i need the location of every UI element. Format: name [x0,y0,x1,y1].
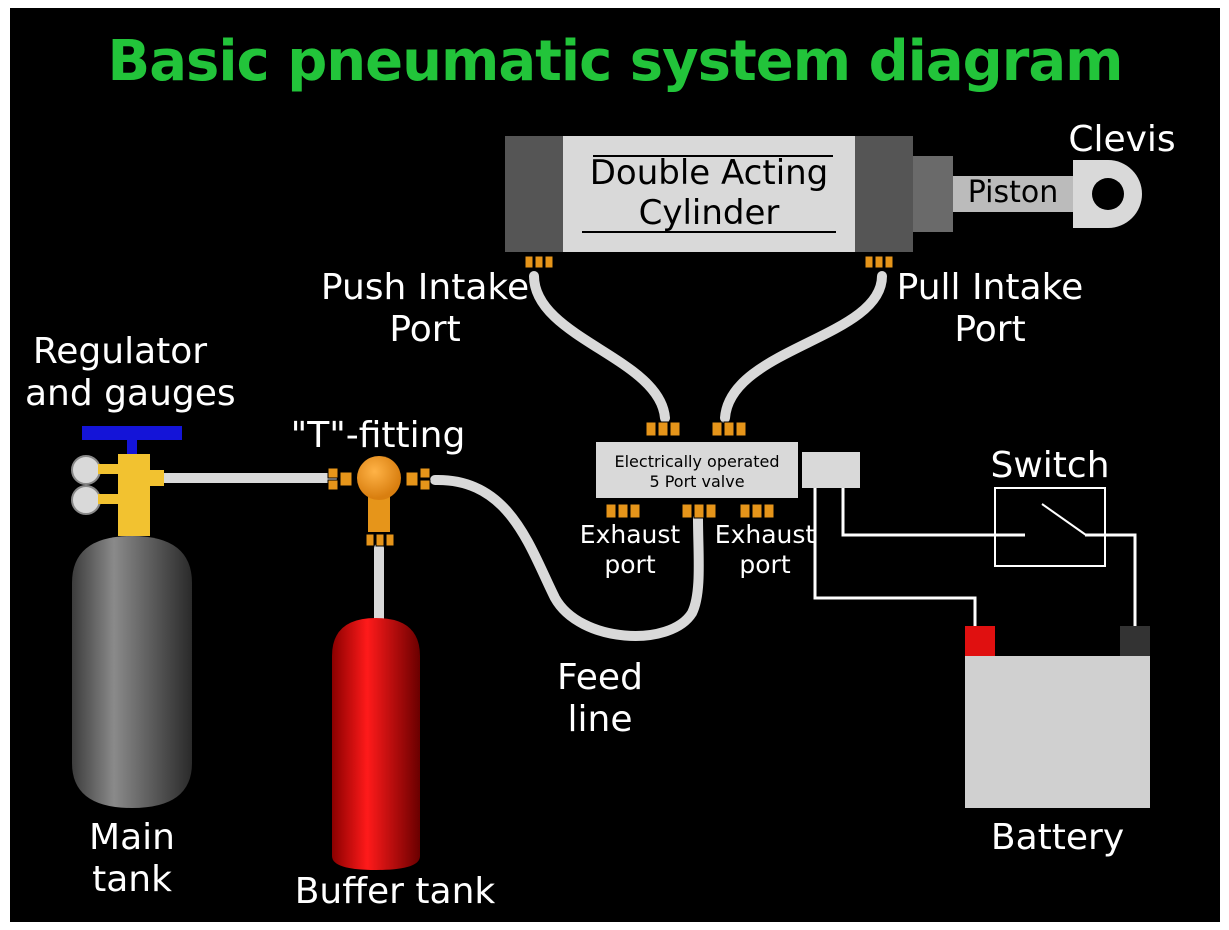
main-tank-label-line1: Main [89,817,175,858]
exhaust-right-label-line2: port [739,550,791,579]
switch-box [994,487,1106,567]
gas-cylinder-icon [332,618,420,870]
cylinder-label-line1: Double Acting [589,153,829,193]
piston-rod [953,176,1073,212]
push-port-fitting [544,255,554,269]
valve-feed-port [681,503,693,519]
wire-switch-negative [1085,533,1137,628]
valve-top-port [723,421,735,437]
feed-line-label-line1: Feed [557,657,643,698]
valve-top-port [657,421,669,437]
exhaust-right-label-line1: Exhaust [714,520,816,549]
cylinder-end-cap-left [505,136,563,252]
cylinder-label-line2: Cylinder [638,193,780,233]
tee-port [327,479,339,491]
valve-solenoid [802,452,860,488]
push-intake-label-line1: Push Intake [320,267,530,308]
gauge-connector [98,464,118,474]
regulator-body [118,454,150,536]
exhaust-left-label-line2: port [604,550,656,579]
gas-cylinder-icon [72,536,192,808]
push-port-fitting [524,255,534,269]
push-intake-hose [529,271,670,423]
main-tank-body [72,536,192,808]
clevis-label: Clevis [1068,119,1176,160]
valve-exhaust-port-left [617,503,629,519]
switch-icon [994,487,1106,567]
valve-top-port [711,421,723,437]
tee-port [405,471,419,487]
regulator-label-line2: and gauges [25,373,236,414]
piston-label: Piston [967,175,1059,210]
tee-port [419,467,431,479]
cylinder-end-cap-right [855,136,913,252]
valve-top-port [735,421,747,437]
push-intake-label-line2: Port [389,309,461,350]
wire-valve-switch [841,488,1025,537]
battery-label: Battery [990,817,1125,858]
switch-label: Switch [990,445,1110,486]
switch-lever [1041,503,1087,536]
buffer-tank-body [332,618,420,870]
valve-feed-port [693,503,705,519]
valve-exhaust-port-left [605,503,617,519]
tee-port [385,533,395,547]
battery-positive-terminal [965,626,995,656]
valve-top-port [645,421,657,437]
tee-body [357,456,401,500]
pull-intake-label-line2: Port [954,309,1026,350]
pressure-gauge-icon [71,485,101,515]
pull-intake-hose [720,271,887,423]
regulator-outlet [150,470,164,486]
feed-line-pipe [430,474,704,641]
solenoid-valve-icon [596,421,860,519]
push-port-fitting [534,255,544,269]
pull-port-fitting [874,255,884,269]
valve-feed-port [705,503,717,519]
pull-port-fitting [864,255,874,269]
buffer-tank-label: Buffer tank [294,871,496,912]
tee-port [327,467,339,479]
pull-port-fitting [884,255,894,269]
pipes [155,271,887,641]
regulator-label-line1: Regulator [32,331,208,372]
diagram-title: Basic pneumatic system diagram [107,29,1124,94]
diagram-graphics [71,136,1150,870]
feed-line-label-line2: line [567,699,633,740]
wire-valve-positive [813,488,977,628]
valve-top-port [669,421,681,437]
t-fitting-label: "T"-fitting [290,415,466,456]
tee-port [339,471,353,487]
valve-exhaust-port-right [751,503,763,519]
regulator-knob [82,426,182,440]
clevis-hole [1092,178,1124,210]
valve-exhaust-port-right [763,503,775,519]
valve-body [596,442,798,498]
tee-port [365,533,375,547]
battery-body [965,656,1150,808]
valve-exhaust-port-right [739,503,751,519]
exhaust-left-label-line1: Exhaust [579,520,681,549]
double-acting-cylinder-icon [505,136,1142,269]
valve-label-line1: Electrically operated [614,452,780,471]
tee-port [375,533,385,547]
regulator-stem [127,440,137,454]
pressure-gauge-icon [71,455,101,485]
piston-gland [913,156,953,232]
tee-port [419,479,431,491]
gauge-connector [98,494,118,504]
wires [813,488,1137,628]
battery-negative-terminal [1120,626,1150,656]
main-tank-label-line2: tank [92,859,172,900]
valve-exhaust-port-left [629,503,641,519]
diagram-canvas: Basic pneumatic system diagram Clevis Do… [10,8,1220,922]
tee-fitting-icon [327,456,431,547]
regulator-icon [71,426,182,536]
valve-label-line2: 5 Port valve [649,472,745,491]
pull-intake-label-line1: Pull Intake [896,267,1084,308]
battery-icon [965,626,1150,808]
